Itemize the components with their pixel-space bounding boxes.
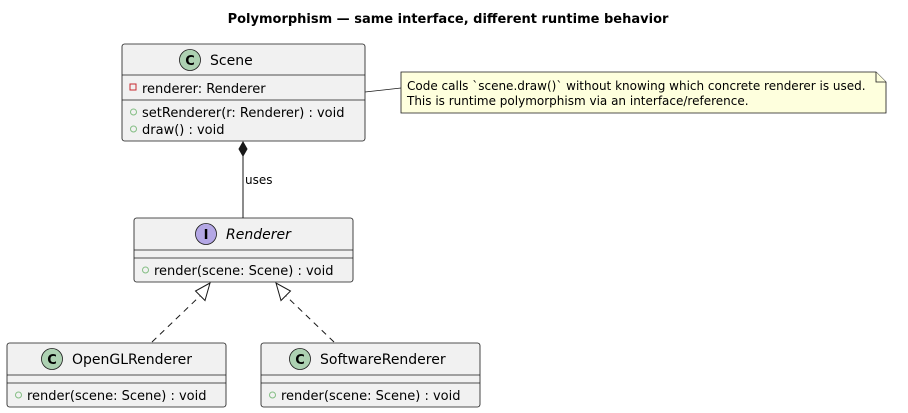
svg-text:C: C [185,54,195,69]
class-opengl-renderer[interactable]: C OpenGLRenderer render(scene: Scene) : … [6,342,227,408]
private-visibility-icon [129,83,137,91]
interface-badge-icon: I [195,223,217,245]
class-badge-icon: C [41,348,63,370]
svg-text:I: I [204,228,209,243]
method-row: render(scene: Scene) : void [15,389,207,404]
edge-label-uses: uses [245,173,273,187]
note: Code calls `scene.draw()` without knowin… [400,71,887,114]
interface-renderer[interactable]: I Renderer render(scene: Scene) : void [133,217,354,283]
note-fold-corner [875,72,886,83]
method-row: setRenderer(r: Renderer) : void [130,106,344,121]
public-visibility-icon [269,391,276,399]
public-visibility-icon [142,266,149,274]
method-row: render(scene: Scene) : void [269,389,461,404]
svg-text:C: C [47,353,57,368]
class-badge-icon: C [179,49,201,71]
realization-arrowhead [194,281,211,302]
note-line: This is runtime polymorphism via an inte… [406,94,749,108]
method-row: draw() : void [130,123,225,138]
class-scene[interactable]: C Scene renderer: Renderer setRenderer(r… [121,43,366,142]
composition-edge-scene-renderer: uses [238,140,273,218]
svg-text:draw() : void: draw() : void [142,123,225,138]
svg-text:setRenderer(r: Renderer) : voi: setRenderer(r: Renderer) : void [142,106,344,121]
class-name: OpenGLRenderer [72,352,192,368]
class-name: Scene [210,53,253,69]
class-name: SoftwareRenderer [320,352,446,368]
class-badge-icon: C [289,348,311,370]
class-software-renderer[interactable]: C SoftwareRenderer render(scene: Scene) … [260,342,481,408]
note-connector [364,87,402,93]
method-row: render(scene: Scene) : void [142,264,334,279]
note-line: Code calls `scene.draw()` without knowin… [407,79,866,93]
realization-edge-opengl-renderer [151,281,211,343]
public-visibility-icon [130,125,137,133]
diagram-title: Polymorphism — same interface, different… [228,12,669,27]
realization-arrowhead [275,281,292,302]
realization-edge-software-renderer [275,281,335,343]
svg-text:render(scene: Scene) : void: render(scene: Scene) : void [27,389,207,404]
interface-name: Renderer [226,227,292,243]
svg-text:renderer: Renderer: renderer: Renderer [142,82,266,97]
public-visibility-icon [15,391,22,399]
composition-diamond [238,140,248,158]
field-row: renderer: Renderer [129,82,266,97]
svg-text:C: C [295,353,305,368]
public-visibility-icon [130,108,137,116]
svg-text:render(scene: Scene) : void: render(scene: Scene) : void [154,264,334,279]
svg-text:render(scene: Scene) : void: render(scene: Scene) : void [281,389,461,404]
